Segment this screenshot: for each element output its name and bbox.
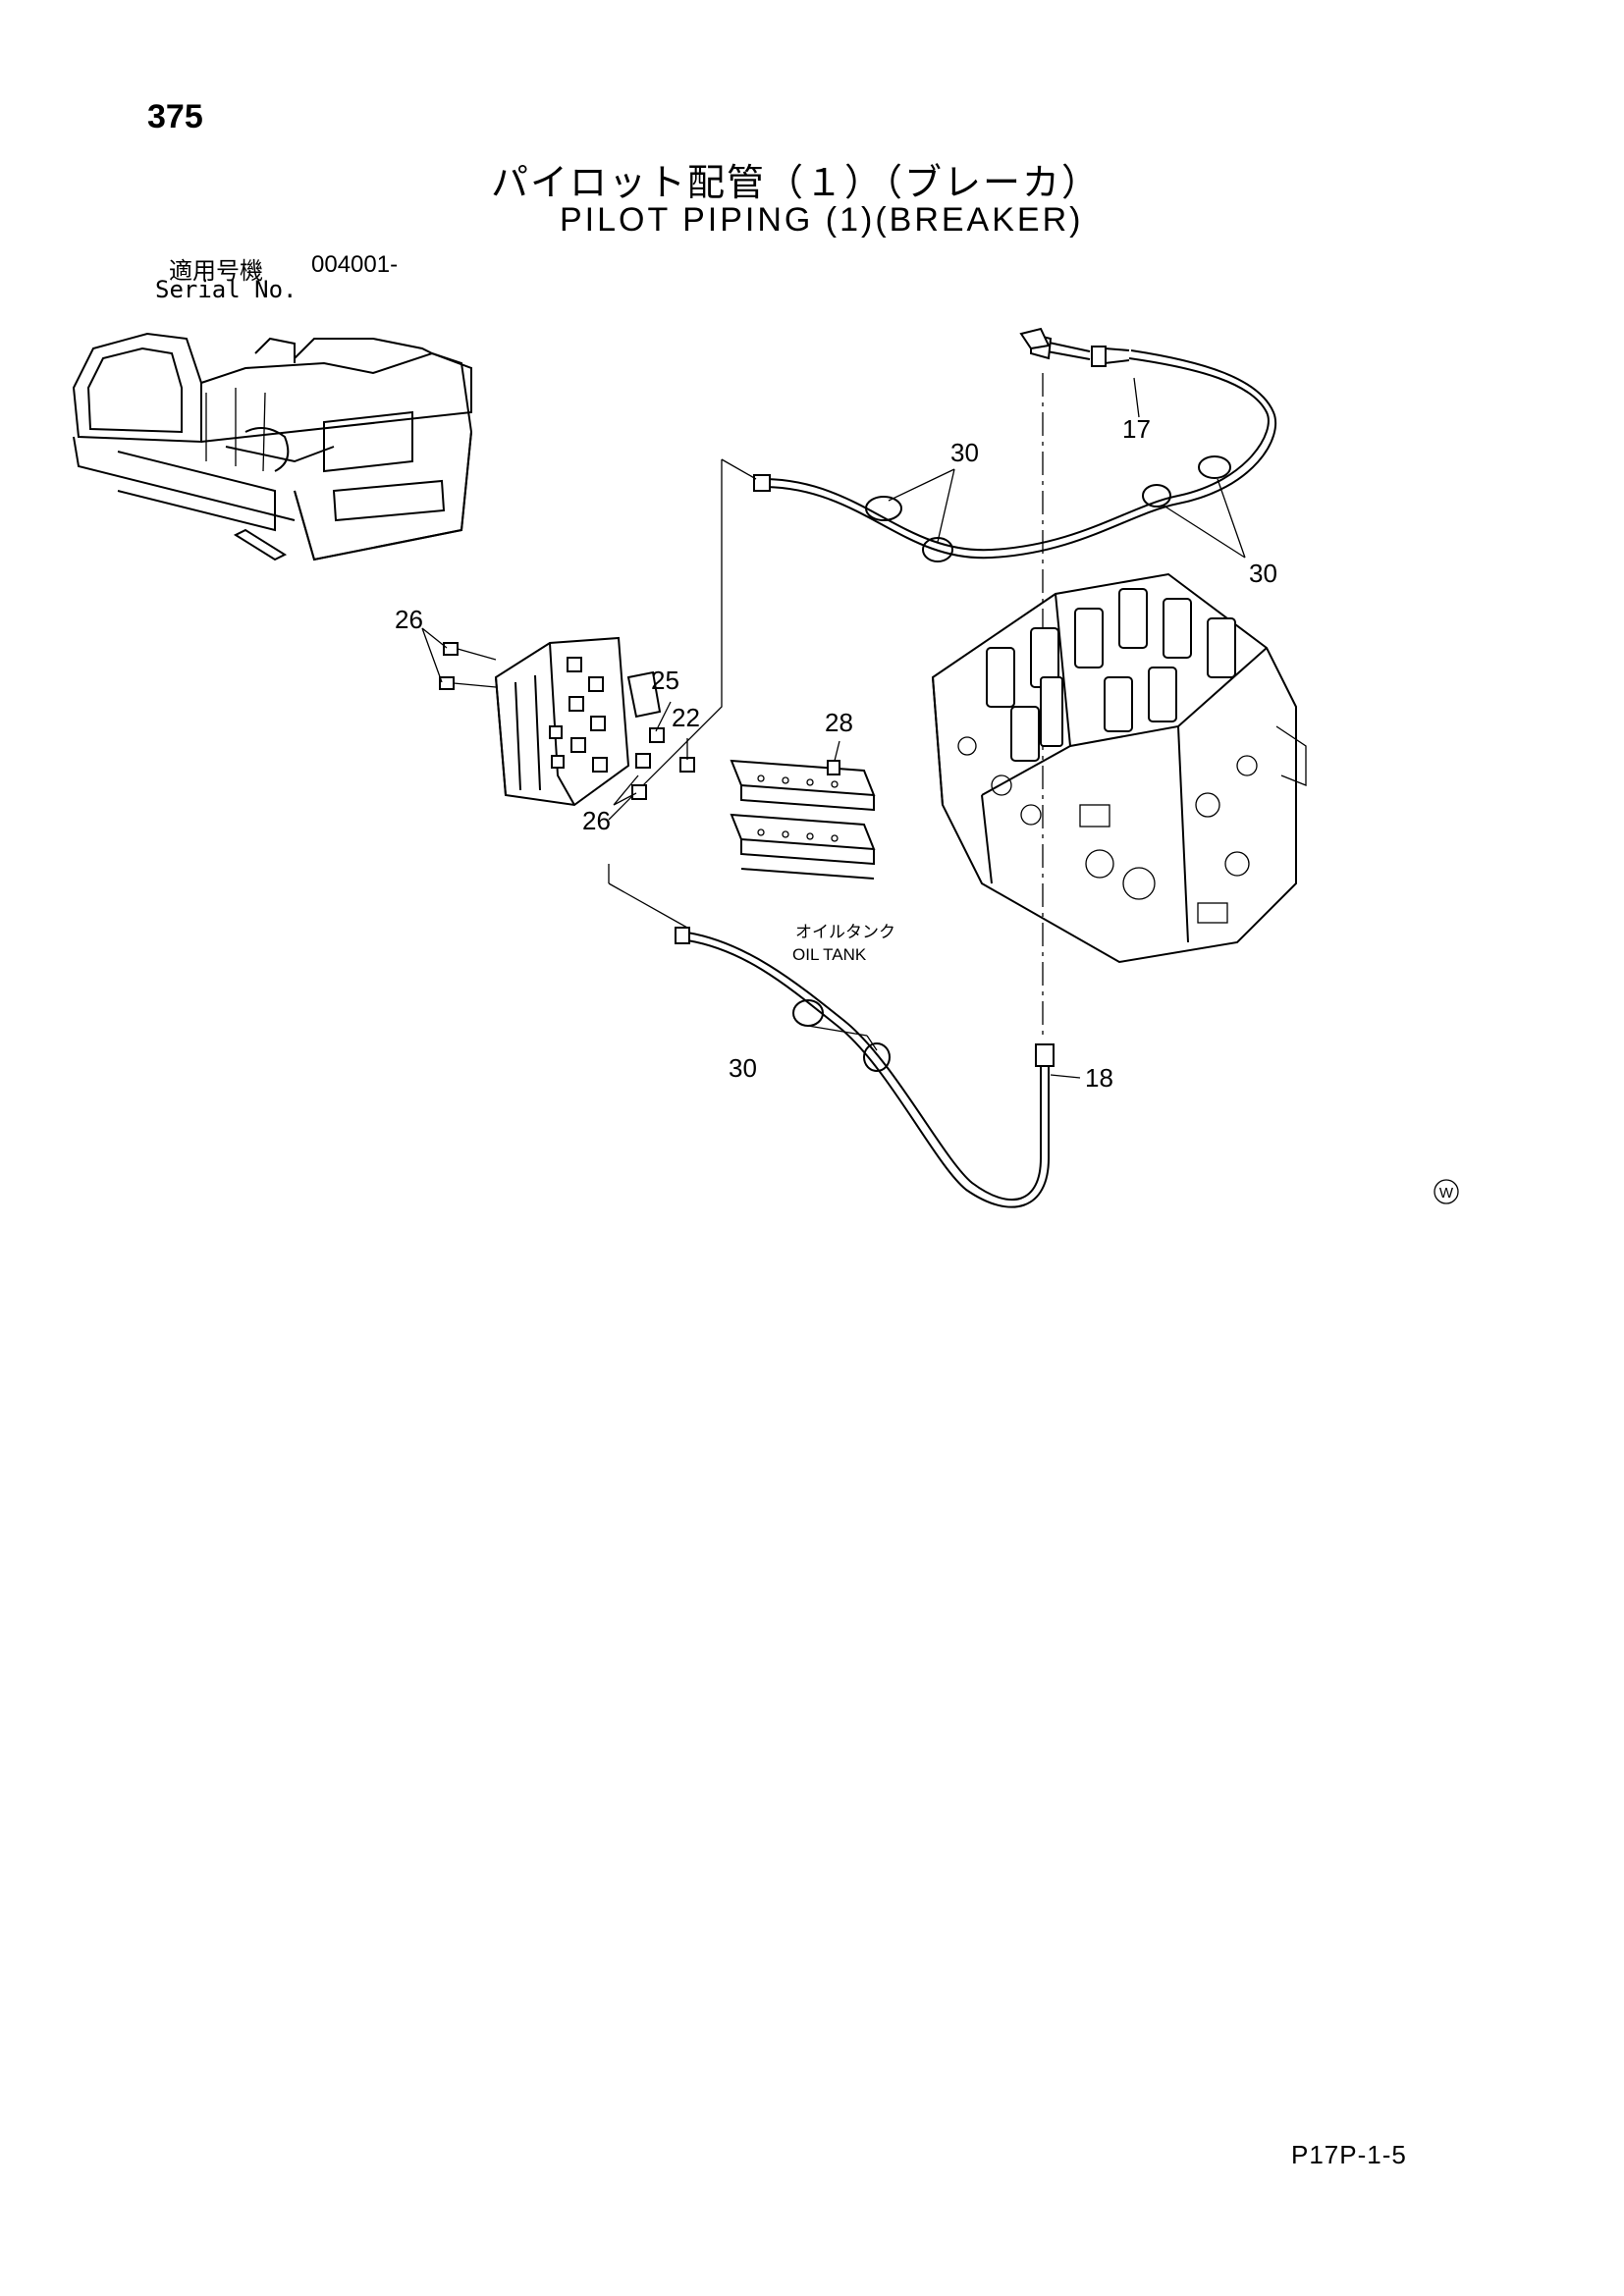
excavator-sketch [72, 332, 473, 561]
w-mark: W [1434, 1179, 1459, 1204]
callout-26-bottom: 26 [582, 806, 611, 835]
w-mark-letter: W [1439, 1185, 1454, 1201]
page-number: 375 [147, 98, 203, 135]
callout-22: 22 [672, 703, 700, 732]
control-valve [931, 572, 1307, 964]
footer-code: P17P-1-5 [1291, 2140, 1407, 2169]
serial-label-jp: 適用号機 [169, 257, 263, 285]
upper-pilot-hose [608, 327, 1277, 821]
callout-18: 18 [1085, 1063, 1113, 1093]
page-title-jp: パイロット配管（１）（ブレーカ） [491, 161, 1102, 204]
callout-30-right: 30 [1249, 559, 1277, 588]
callout-30-bottom: 30 [729, 1053, 757, 1083]
page-title-en: PILOT PIPING (1)(BREAKER) [560, 201, 1084, 239]
callout-30-top: 30 [950, 438, 979, 467]
lower-pilot-hose [608, 864, 1055, 1208]
pilot-valve-block [421, 627, 695, 807]
oil-tank-label-en: OIL TANK [792, 945, 867, 964]
serial-label-en: Serial No. [155, 276, 298, 303]
callout-25: 25 [651, 666, 679, 695]
oil-tank-label-jp: オイルタンク [795, 923, 895, 942]
oil-tank-plates [730, 740, 876, 880]
serial-value: 004001- [311, 251, 399, 278]
callout-17: 17 [1122, 414, 1151, 444]
callout-28: 28 [825, 708, 853, 737]
leader-lines [807, 377, 1246, 1079]
callout-26-top: 26 [395, 605, 423, 634]
